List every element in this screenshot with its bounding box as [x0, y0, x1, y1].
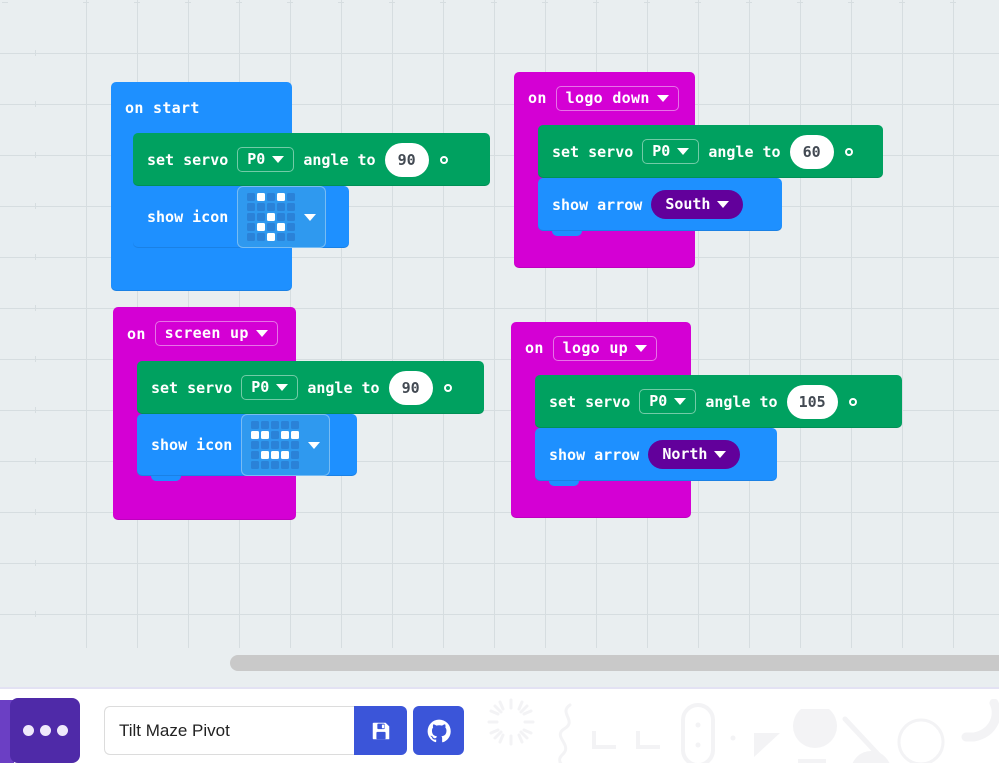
degree-icon: [844, 147, 853, 156]
block-show-arrow[interactable]: show arrow North: [535, 428, 777, 481]
servo-pin-value: P0: [652, 142, 671, 160]
servo-pin-dropdown[interactable]: P0: [237, 147, 295, 172]
servo-pin-value: P0: [247, 150, 266, 168]
angle-to-label: angle to: [705, 392, 778, 411]
arrow-direction-value: South: [665, 195, 711, 213]
decorative-hook-icon: [961, 699, 999, 742]
decorative-battery-icon: [681, 703, 715, 763]
decorative-corner-marks-icon: [592, 731, 660, 749]
show-icon-label: show icon: [151, 436, 233, 454]
angle-to-label: angle to: [307, 378, 380, 397]
event-prefix-label: on: [127, 324, 146, 343]
servo-angle-value: 105: [798, 392, 826, 411]
event-prefix-label: on: [525, 339, 544, 357]
arrow-direction-value: North: [662, 445, 708, 463]
save-floppy-icon: [372, 722, 389, 739]
event-prefix-label: on: [528, 89, 547, 107]
angle-to-label: angle to: [303, 150, 376, 169]
blocks-workspace[interactable]: on start set servo P0 angle to 90 show i…: [0, 0, 999, 687]
set-servo-label: set servo: [147, 150, 229, 169]
chevron-down-icon: [308, 441, 321, 449]
led-matrix-preview: [247, 193, 296, 241]
servo-angle-input[interactable]: 105: [786, 384, 838, 419]
show-arrow-label: show arrow: [549, 445, 640, 464]
icon-matrix-dropdown[interactable]: [241, 414, 331, 476]
github-button[interactable]: [413, 706, 464, 755]
block-stack-on-start[interactable]: on start set servo P0 angle to 90 show i…: [111, 82, 490, 291]
arrow-direction-dropdown[interactable]: South: [651, 190, 744, 219]
event-label: on start: [125, 99, 200, 117]
more-horizontal-icon-dot: [56, 725, 68, 736]
event-condition-dropdown[interactable]: screen up: [154, 321, 278, 346]
show-arrow-label: show arrow: [552, 195, 643, 214]
block-show-arrow[interactable]: show arrow South: [538, 178, 782, 231]
save-button[interactable]: [354, 706, 407, 755]
block-set-servo[interactable]: set servo P0 angle to 90: [137, 361, 484, 414]
degree-icon: [848, 397, 857, 406]
chevron-down-icon: [304, 213, 317, 221]
block-set-servo[interactable]: set servo P0 angle to 60: [538, 125, 883, 178]
servo-pin-dropdown[interactable]: P0: [639, 389, 697, 414]
chevron-down-icon: [674, 398, 687, 405]
block-show-icon[interactable]: show icon: [133, 186, 349, 248]
servo-pin-dropdown[interactable]: P0: [241, 375, 299, 400]
icon-matrix-dropdown[interactable]: [237, 186, 327, 248]
event-condition-dropdown[interactable]: logo down: [555, 85, 679, 111]
more-menu-button[interactable]: [10, 698, 80, 763]
chevron-down-icon: [272, 156, 285, 163]
block-stack-screen-up[interactable]: on screen up set servo P0 angle to 90 sh…: [113, 307, 484, 520]
degree-icon: [439, 155, 448, 164]
event-condition-value: logo down: [565, 88, 650, 107]
event-condition-value: logo up: [562, 338, 628, 357]
block-show-icon[interactable]: show icon: [137, 414, 357, 476]
set-servo-label: set servo: [151, 378, 233, 397]
project-name-group: [104, 706, 407, 755]
servo-angle-value: 60: [802, 142, 821, 161]
decorative-circle-outline-icon: [897, 718, 945, 763]
block-notch: [549, 481, 579, 486]
servo-angle-input[interactable]: 90: [384, 142, 429, 177]
led-matrix-preview: [251, 421, 300, 469]
event-condition-dropdown[interactable]: logo up: [552, 335, 657, 361]
arrow-direction-dropdown[interactable]: North: [648, 440, 741, 469]
chevron-down-icon: [276, 384, 289, 391]
block-set-servo[interactable]: set servo P0 angle to 105: [535, 375, 902, 428]
servo-angle-value: 90: [401, 378, 420, 397]
set-servo-label: set servo: [552, 142, 634, 161]
more-horizontal-icon-dot: [39, 725, 51, 736]
decorative-triangle-icon: [754, 733, 780, 757]
set-servo-label: set servo: [549, 392, 631, 411]
project-name-input[interactable]: [104, 706, 354, 755]
decorative-shapes-icon: [793, 709, 890, 763]
block-notch: [147, 248, 177, 253]
angle-to-label: angle to: [708, 142, 781, 161]
chevron-down-icon: [635, 344, 647, 352]
block-set-servo[interactable]: set servo P0 angle to 90: [133, 133, 490, 186]
decorative-dot-icon: [730, 735, 736, 741]
event-condition-value: screen up: [164, 324, 249, 342]
servo-pin-dropdown[interactable]: P0: [642, 139, 700, 164]
servo-angle-input[interactable]: 90: [388, 370, 433, 405]
block-stack-logo-down[interactable]: on logo down set servo P0 angle to 60 sh…: [514, 72, 883, 268]
chevron-down-icon: [677, 148, 690, 155]
github-icon: [427, 719, 451, 742]
decorative-sun-icon: [487, 698, 535, 746]
servo-angle-input[interactable]: 60: [789, 134, 834, 169]
degree-icon: [443, 383, 452, 392]
decorative-squiggle-icon: [558, 703, 572, 763]
servo-angle-value: 90: [397, 150, 416, 169]
block-notch: [151, 476, 181, 481]
horizontal-scrollbar-thumb[interactable]: [230, 655, 999, 671]
chevron-down-icon: [656, 94, 669, 102]
block-notch: [552, 231, 582, 236]
servo-pin-value: P0: [251, 378, 270, 396]
chevron-down-icon: [717, 201, 730, 208]
show-icon-label: show icon: [147, 208, 229, 226]
chevron-down-icon: [255, 330, 268, 337]
block-stack-logo-up[interactable]: on logo up set servo P0 angle to 105 sho…: [511, 322, 902, 518]
more-horizontal-icon-dot: [22, 725, 34, 736]
chevron-down-icon: [714, 451, 727, 458]
servo-pin-value: P0: [649, 392, 668, 410]
